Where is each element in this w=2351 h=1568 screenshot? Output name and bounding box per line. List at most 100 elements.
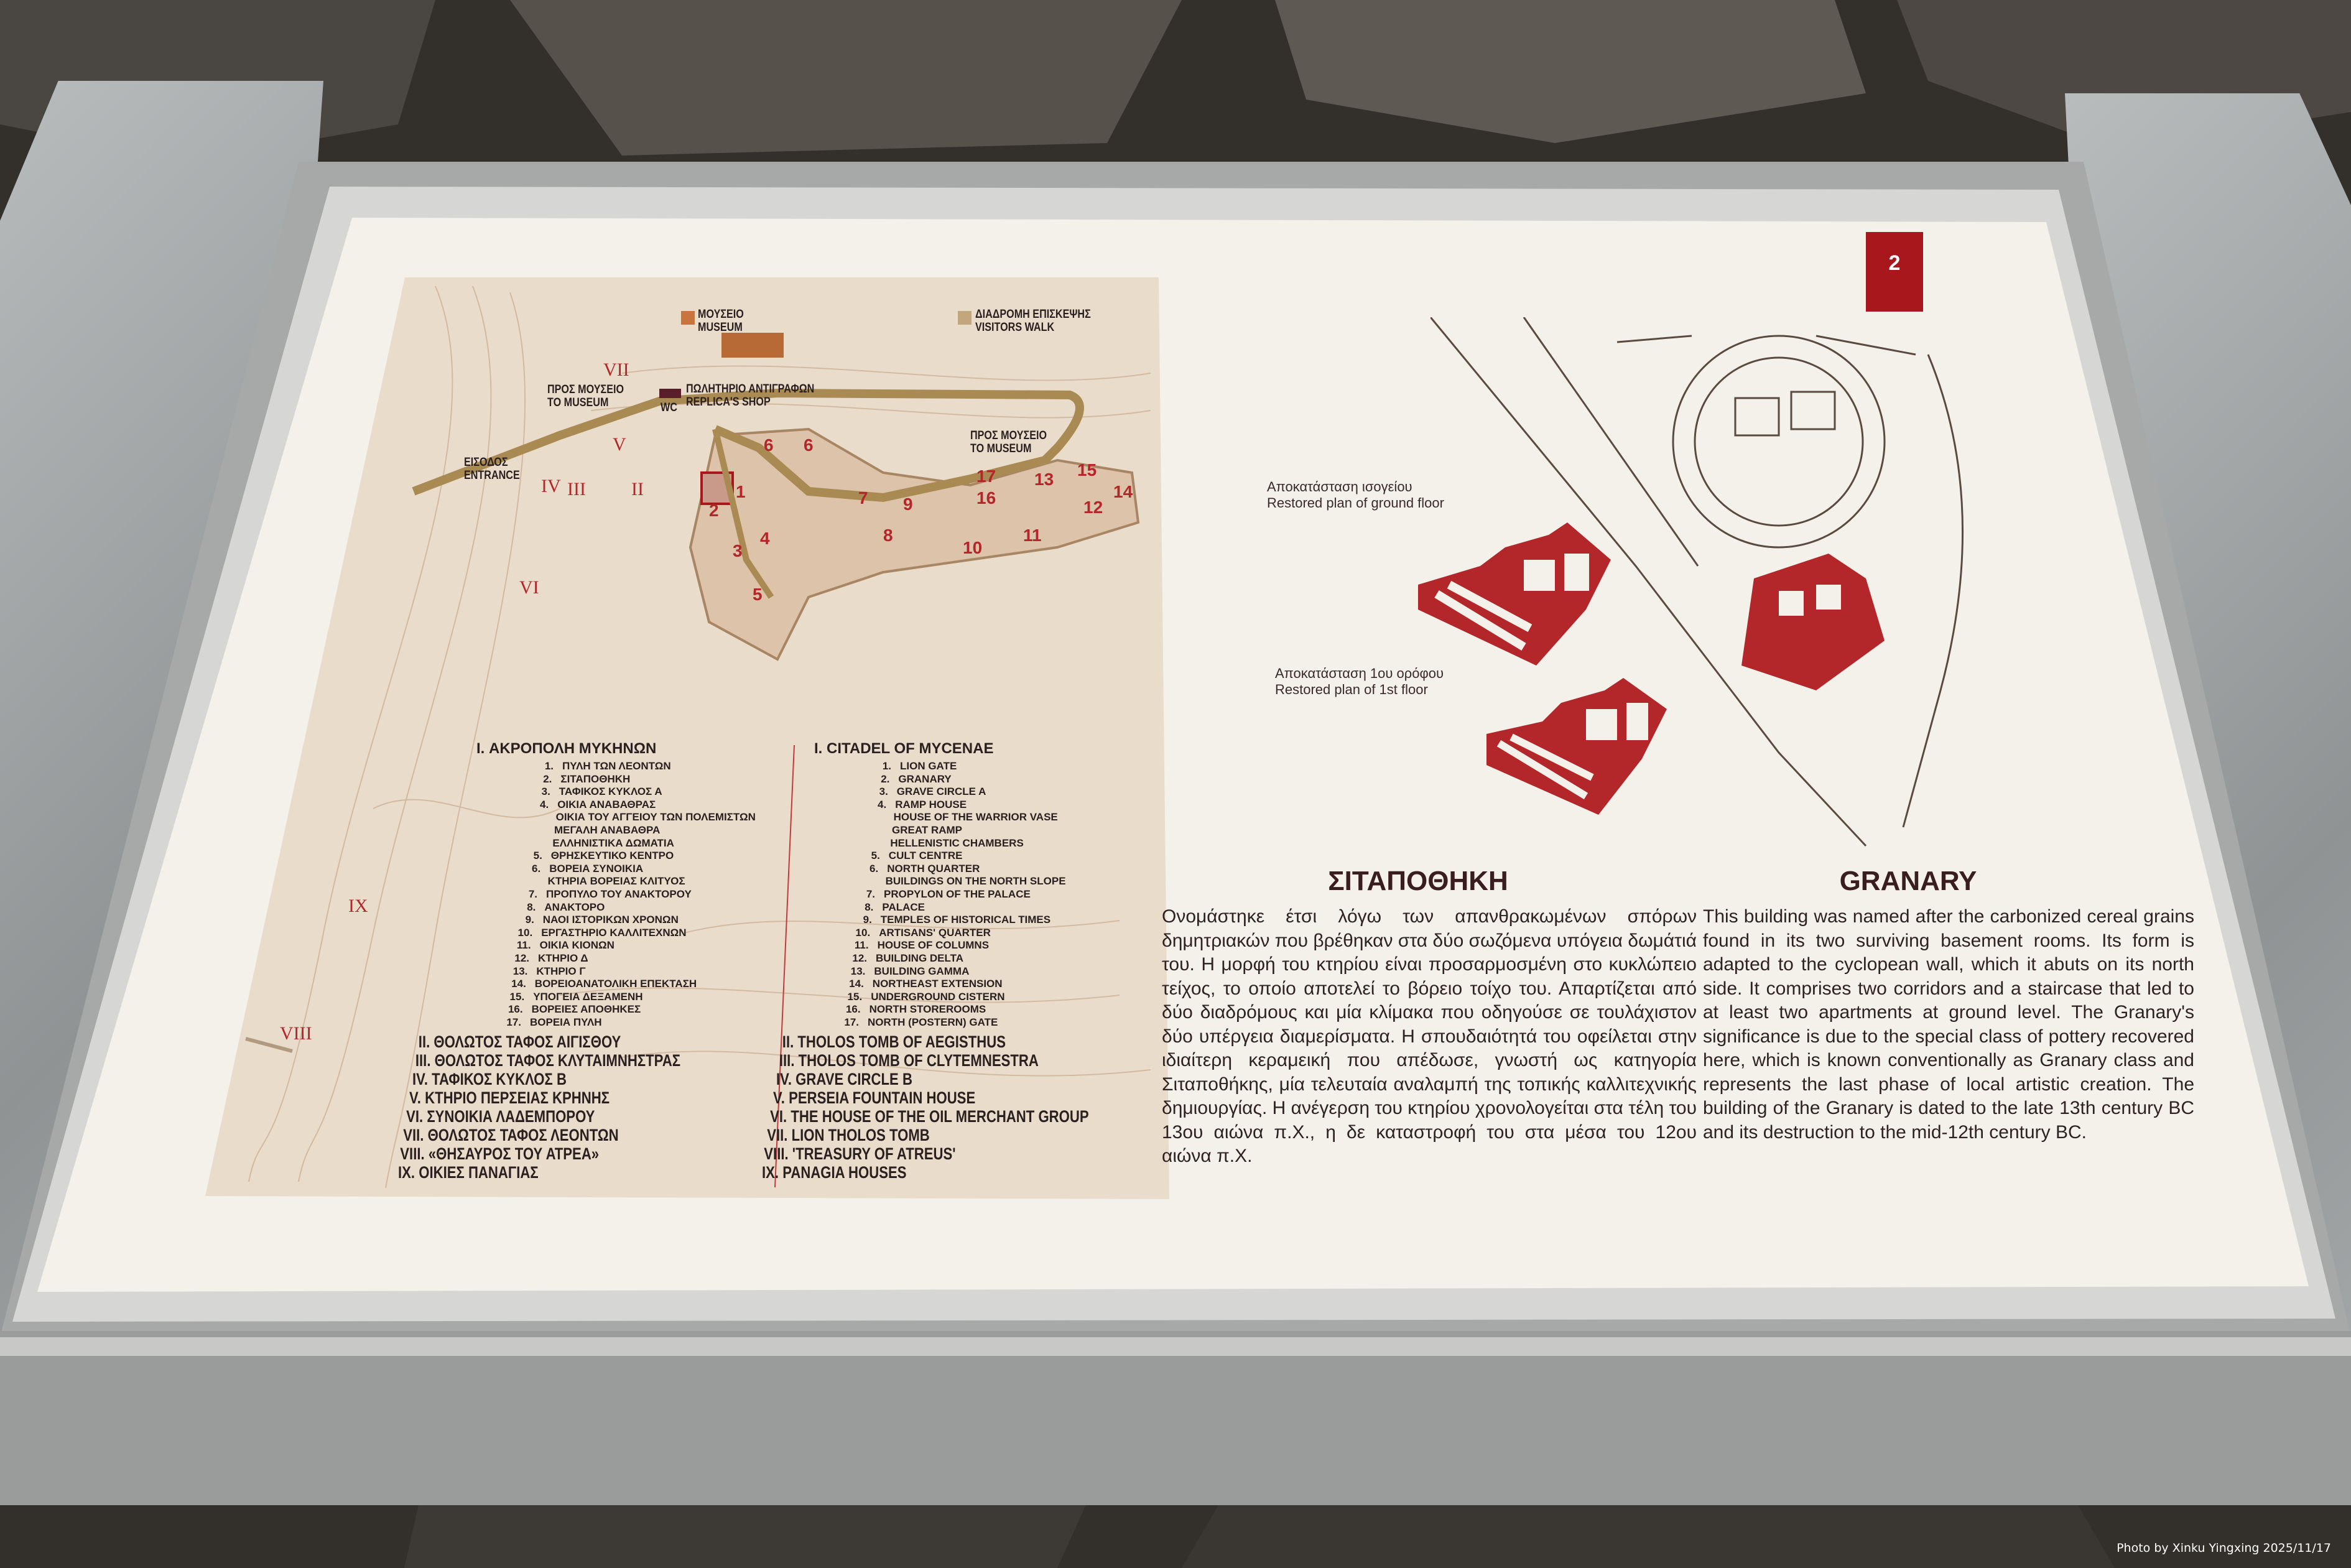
legend-item-label: ARTISANS' QUARTER bbox=[879, 926, 991, 939]
legend-item-number: 2. bbox=[881, 772, 890, 785]
granary-plan-drawing bbox=[1431, 317, 1964, 847]
legend-item-number: 15. bbox=[847, 990, 863, 1003]
legend-item-label: ΚΤΗΡΙΑ ΒΟΡΕΙΑΣ ΚΛΙΤΥΟΣ bbox=[547, 875, 685, 888]
legend-item: 14.ΒΟΡΕΙΟΑΝΑΤΟΛΙΚΗ ΕΠΕΚΤΑΣΗ bbox=[476, 978, 756, 991]
legend-item: 12.ΚΤΗΡΙΟ Δ bbox=[476, 952, 756, 965]
to-museum-en: TO MUSEUM bbox=[970, 442, 1032, 455]
legend-item: 1.LION GATE bbox=[814, 760, 1066, 773]
legend-item-number: 17. bbox=[844, 1016, 859, 1028]
legend-item-label: ΠΡΟΠΥΛΟ ΤΟΥ ΑΝΑΚΤΟΡΟΥ bbox=[546, 888, 692, 900]
legend-item-number: 5. bbox=[533, 850, 542, 862]
legend-item: 8.PALACE bbox=[814, 901, 1066, 914]
legend-item-label: ΕΛΛΗΝΙΣΤΙΚΑ ΔΩΜΑΤΙΑ bbox=[552, 837, 674, 849]
monument-item: VI. THE HOUSE OF THE OIL MERCHANT GROUP bbox=[770, 1107, 1089, 1126]
legend-item-label: BUILDING DELTA bbox=[876, 952, 964, 964]
caption-first-gr: Αποκατάσταση 1ου ορόφου bbox=[1275, 666, 1444, 681]
legend-item-number: 14. bbox=[511, 978, 526, 990]
legend-item-number: 16. bbox=[845, 1003, 861, 1016]
legend-item: 2.GRANARY bbox=[814, 773, 1066, 786]
legend-item: 14.NORTHEAST EXTENSION bbox=[814, 978, 1066, 991]
legend-item: 5.CULT CENTRE bbox=[814, 850, 1066, 863]
legend-item: 9. TEMPLES OF HISTORICAL TIMES bbox=[814, 914, 1066, 927]
legend-item-label: PALACE bbox=[882, 901, 925, 913]
photo-credit: Photo by Xinku Yingxing 2025/11/17 bbox=[2117, 1541, 2331, 1555]
legend-item-number: 15. bbox=[509, 990, 525, 1003]
map-number: 11 bbox=[1023, 526, 1042, 545]
map-number: 17 bbox=[976, 466, 996, 486]
monument-item: IV. ΤΑΦΙΚΟΣ ΚΥΚΛΟΣ Β bbox=[412, 1070, 567, 1088]
legend-item: 6.ΒΟΡΕΙΑ ΣΥΝΟΙΚΙΑ bbox=[476, 863, 756, 876]
legend-item-label: ΟΙΚΙΑ ΑΝΑΒΑΘΡΑΣ bbox=[557, 798, 656, 810]
legend-item-label: NORTH QUARTER bbox=[887, 862, 980, 874]
legend-item-label: ΝΑΟΙ ΙΣΤΟΡΙΚΩΝ ΧΡΟΝΩΝ bbox=[542, 914, 679, 926]
legend-item: 3.GRAVE CIRCLE A bbox=[814, 786, 1066, 799]
legend-item: ΜΕΓΑΛΗ ΑΝΑΒΑΘΡΑ bbox=[476, 824, 756, 837]
map-roman-numeral: IX bbox=[348, 896, 368, 916]
legend-item-number: 9. bbox=[863, 914, 872, 926]
legend-item-number: 10. bbox=[855, 926, 871, 939]
monument-item: II. ΘΟΛΩΤΟΣ ΤΑΦΟΣ ΑΙΓΙΣΘΟΥ bbox=[418, 1032, 621, 1051]
legend-item-label: ΠΥΛΗ ΤΩΝ ΛΕΟΝΤΩΝ bbox=[562, 760, 671, 772]
legend-item: ΟΙΚΙΑ ΤΟΥ ΑΓΓΕΙΟΥ ΤΩΝ ΠΟΛΕΜΙΣΤΩΝ bbox=[476, 811, 756, 824]
legend-item: 13.ΚΤΗΡΙΟ Γ bbox=[476, 965, 756, 978]
sign-number-badge: 2 bbox=[1866, 232, 1923, 312]
map-roman-numeral: V bbox=[613, 434, 626, 455]
legend-item-label: HELLENISTIC CHAMBERS bbox=[890, 837, 1024, 849]
legend-item-number: 9. bbox=[525, 914, 534, 926]
map-roman-numeral: VII bbox=[603, 360, 629, 380]
shop-en: REPLICA'S SHOP bbox=[686, 396, 771, 409]
legend-item: 2.ΣΙΤΑΠΟΘΗΚΗ bbox=[476, 773, 756, 786]
monument-item: III. THOLOS TOMB OF CLYTEMNESTRA bbox=[779, 1051, 1039, 1070]
legend-item: 11.ΟΙΚΙΑ ΚΙΟΝΩΝ bbox=[476, 939, 756, 952]
legend-item: BUILDINGS ON THE NORTH SLOPE bbox=[814, 875, 1066, 888]
legend-item-number: 7. bbox=[528, 888, 537, 900]
legend-item: 16.ΒΟΡΕΙΕΣ ΑΠΟΘΗΚΕΣ bbox=[476, 1003, 756, 1016]
legend-item-label: UNDERGROUND CISTERN bbox=[871, 990, 1005, 1003]
legend-item: 11.HOUSE OF COLUMNS bbox=[814, 939, 1066, 952]
legend-walk-en: VISITORS WALK bbox=[975, 321, 1055, 334]
legend-greek-heading: I. ΑΚΡΟΠΟΛΗ ΜΥΚΗΝΩΝ bbox=[476, 740, 657, 757]
legend-item-label: NORTH STOREROOMS bbox=[869, 1003, 986, 1016]
caption-ground-en: Restored plan of ground floor bbox=[1267, 495, 1444, 511]
legend-walk-gr: ΔΙΑΔΡΟΜΗ ΕΠΙΣΚΕΨΗΣ bbox=[975, 308, 1091, 321]
legend-item-label: ΟΙΚΙΑ ΤΟΥ ΑΓΓΕΙΟΥ ΤΩΝ ΠΟΛΕΜΙΣΤΩΝ bbox=[555, 811, 756, 823]
map-number: 8 bbox=[883, 526, 893, 545]
legend-item-label: TEMPLES OF HISTORICAL TIMES bbox=[880, 914, 1051, 926]
description-greek: Ονομάστηκε έτσι λόγω των απανθρακωμένων … bbox=[1162, 906, 1697, 1166]
legend-item-label: BUILDING GAMMA bbox=[874, 965, 970, 977]
monument-item: IX. PANAGIA HOUSES bbox=[762, 1163, 907, 1182]
legend-item-number: 1. bbox=[544, 760, 554, 772]
legend-item: 8.ΑΝΑΚΤΟΡΟ bbox=[476, 901, 756, 914]
monument-item: IX. ΟΙΚΙΕΣ ΠΑΝΑΓΙΑΣ bbox=[398, 1163, 539, 1182]
map-number: 3 bbox=[733, 541, 743, 560]
legend-item: 12.BUILDING DELTA bbox=[814, 952, 1066, 965]
granary-red-plan bbox=[1741, 554, 1885, 690]
map-number: 12 bbox=[1083, 498, 1103, 517]
legend-item-label: ΟΙΚΙΑ ΚΙΟΝΩΝ bbox=[539, 939, 614, 952]
walk-legend-swatch bbox=[958, 311, 971, 325]
map-number: 2 bbox=[709, 501, 719, 520]
legend-item-label: HOUSE OF COLUMNS bbox=[877, 939, 990, 952]
legend-item-number: 10. bbox=[517, 926, 533, 939]
legend-english-heading: I. CITADEL OF MYCENAE bbox=[814, 740, 994, 757]
legend-item-label: ΕΡΓΑΣΤΗΡΙΟ ΚΑΛΛΙΤΕΧΝΩΝ bbox=[541, 926, 687, 939]
legend-item-label: GREAT RAMP bbox=[892, 823, 963, 836]
legend-item-label: ΒΟΡΕΙΕΣ ΑΠΟΘΗΚΕΣ bbox=[531, 1003, 641, 1016]
first-floor-plan bbox=[1486, 678, 1667, 815]
legend-item-label: ΜΕΓΑΛΗ ΑΝΑΒΑΘΡΑ bbox=[554, 823, 661, 836]
legend-item-number: 17. bbox=[506, 1016, 521, 1028]
legend-item: 3.ΤΑΦΙΚΟΣ ΚΥΚΛΟΣ Α bbox=[476, 786, 756, 799]
monument-item: VIII. «ΘΗΣΑΥΡΟΣ ΤΟΥ ΑΤΡΕΑ» bbox=[400, 1144, 600, 1163]
map-number: 7 bbox=[858, 488, 868, 508]
legend-item-label: HOUSE OF THE WARRIOR VASE bbox=[893, 811, 1058, 823]
map-number: 10 bbox=[963, 538, 983, 557]
monument-item: VIII. 'TREASURY OF ATREUS' bbox=[764, 1144, 956, 1163]
legend-item-number: 13. bbox=[850, 965, 866, 977]
